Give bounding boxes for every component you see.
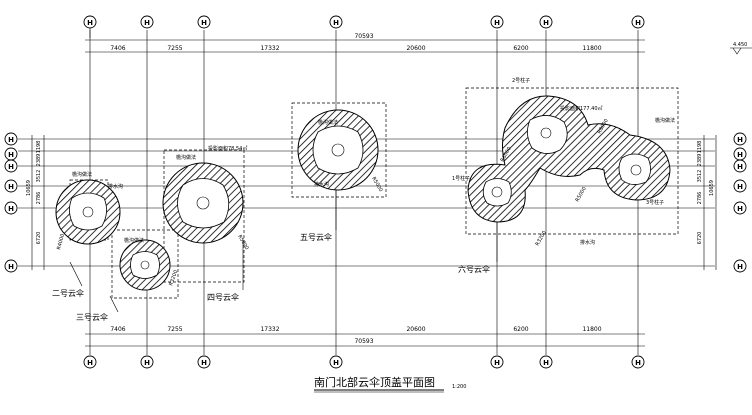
svg-text:17332: 17332 [260, 45, 279, 52]
svg-text:1号柱子: 1号柱子 [452, 175, 470, 182]
right-dimension-chain: 1198 2389 3512 2786 6720 10659 [697, 135, 717, 270]
u4-area-note: 投影面积78.54㎡ [208, 145, 247, 152]
svg-text:11800: 11800 [582, 45, 601, 52]
svg-text:H: H [87, 359, 93, 367]
svg-text:2786: 2786 [36, 192, 42, 205]
svg-text:7255: 7255 [167, 326, 182, 333]
svg-text:檐沟做法: 檐沟做法 [176, 154, 196, 161]
svg-text:4.450: 4.450 [733, 42, 747, 48]
svg-text:H: H [635, 359, 641, 367]
left-dimension-chain: 1198 2389 3512 2786 6720 10659 [26, 135, 45, 270]
svg-text:H: H [8, 151, 14, 159]
svg-text:20600: 20600 [406, 45, 425, 52]
svg-text:排水沟: 排水沟 [108, 183, 123, 190]
svg-text:排水沟: 排水沟 [580, 239, 595, 246]
svg-text:10659: 10659 [709, 180, 715, 196]
svg-text:H: H [8, 263, 14, 271]
svg-text:H: H [144, 359, 150, 367]
svg-text:H: H [737, 205, 743, 213]
svg-text:檐沟做法: 檐沟做法 [124, 237, 144, 244]
svg-text:7406: 7406 [110, 45, 125, 52]
svg-text:6200: 6200 [513, 326, 528, 333]
svg-text:2号柱子: 2号柱子 [512, 77, 530, 84]
svg-text:H: H [494, 19, 500, 27]
svg-text:70593: 70593 [354, 33, 373, 40]
svg-text:H: H [8, 163, 14, 171]
svg-text:H: H [8, 183, 14, 191]
svg-text:H: H [8, 205, 14, 213]
svg-text:3号柱子: 3号柱子 [646, 199, 664, 206]
svg-text:H: H [737, 263, 743, 271]
svg-text:20600: 20600 [406, 326, 425, 333]
svg-text:6720: 6720 [36, 232, 42, 245]
svg-text:H: H [8, 136, 14, 144]
svg-text:2389: 2389 [697, 154, 703, 167]
u6-area-note: 投影面积177.40㎡ [560, 105, 603, 112]
umbrella-5: R5000 五号云伞 檐沟做法 排水沟 [297, 109, 384, 242]
left-axis-bubbles: H H H H H H [4, 132, 18, 273]
title-text: 南门北部云伞顶盖平面图 [314, 375, 435, 389]
svg-text:6200: 6200 [513, 45, 528, 52]
svg-text:3512: 3512 [697, 170, 703, 183]
elevation-mark: 4.450 [730, 42, 752, 55]
u4-name: 四号云伞 [207, 292, 239, 302]
svg-text:H: H [494, 359, 500, 367]
svg-text:2389: 2389 [36, 154, 42, 167]
svg-text:3512: 3512 [36, 170, 42, 183]
drawing-title: 南门北部云伞顶盖平面图 1:200 [314, 375, 466, 393]
u5-outline [291, 102, 387, 198]
svg-text:H: H [333, 359, 339, 367]
svg-text:11800: 11800 [582, 326, 601, 333]
svg-text:R5000: R5000 [575, 186, 588, 203]
u3-radius-label: R3200 [168, 269, 179, 286]
top-dimension-chain: 70593 7406 7255 17332 20600 6200 11800 [85, 33, 645, 53]
svg-text:1198: 1198 [36, 141, 42, 154]
svg-text:6720: 6720 [697, 232, 703, 245]
u2-radius-label: R4000 [56, 233, 66, 250]
svg-text:排水沟: 排水沟 [314, 181, 329, 188]
svg-text:1198: 1198 [697, 141, 703, 154]
right-axis-bubbles: H H H H H H [733, 132, 747, 273]
svg-text:7255: 7255 [167, 45, 182, 52]
svg-text:H: H [635, 19, 641, 27]
svg-text:H: H [737, 136, 743, 144]
svg-text:70593: 70593 [354, 338, 373, 345]
svg-text:H: H [543, 359, 549, 367]
u3-outline [111, 229, 179, 299]
svg-text:H: H [543, 19, 549, 27]
u6-name: 六号云伞 [458, 264, 490, 274]
top-axis-bubbles: H H H H H H H [83, 15, 645, 38]
svg-text:H: H [737, 183, 743, 191]
svg-text:H: H [201, 19, 207, 27]
umbrella-4: 投影面积78.54㎡ R5000 四号云伞 檐沟做法 [162, 145, 250, 302]
svg-text:7406: 7406 [110, 326, 125, 333]
u5-name: 五号云伞 [300, 232, 332, 242]
svg-text:H: H [201, 359, 207, 367]
svg-text:H: H [333, 19, 339, 27]
bottom-dimension-chain: 7406 7255 17332 20600 6200 11800 70593 [85, 326, 645, 347]
svg-text:H: H [737, 163, 743, 171]
bottom-axis-bubbles: H H H H H H H [83, 355, 645, 369]
svg-text:10659: 10659 [26, 180, 32, 196]
svg-text:檐沟做法: 檐沟做法 [318, 119, 338, 126]
svg-text:2786: 2786 [697, 192, 703, 205]
u2-name: 二号云伞 [52, 288, 84, 298]
u4-outline [163, 149, 245, 283]
umbrella-6: 投影面积177.40㎡ R8000 R6000 R5000 R3200 2号柱子… [452, 77, 675, 274]
u6-outline [465, 87, 679, 235]
title-scale: 1:200 [452, 384, 466, 390]
u3-name: 三号云伞 [76, 312, 108, 322]
umbrella-3: R3200 三号云伞 檐沟做法 [76, 237, 179, 322]
svg-text:檐沟做法: 檐沟做法 [72, 171, 92, 178]
svg-text:H: H [144, 19, 150, 27]
u5-radius-label: R5000 [370, 176, 383, 193]
svg-text:H: H [87, 19, 93, 27]
svg-text:H: H [737, 151, 743, 159]
umbrella-2: R4000 二号云伞 檐沟做法 排水沟 [52, 171, 123, 298]
svg-text:檐沟做法: 檐沟做法 [655, 117, 675, 124]
svg-text:17332: 17332 [260, 326, 279, 333]
